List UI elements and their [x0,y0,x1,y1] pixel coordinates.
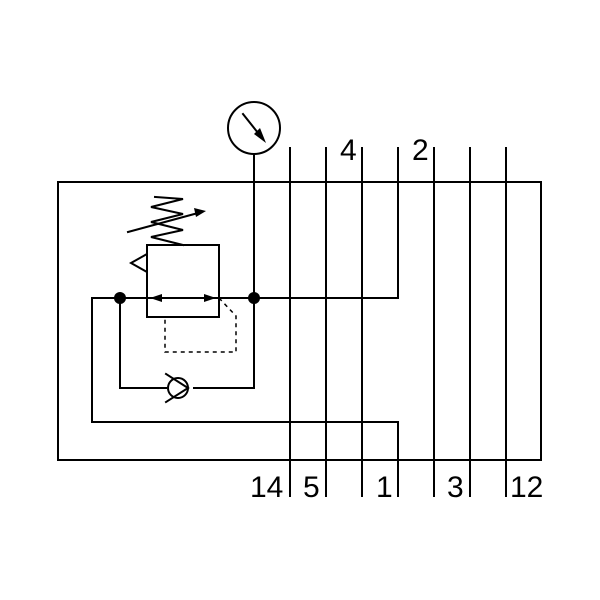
check-valve-loop [119,297,167,389]
pilot-dashed-line [164,297,237,353]
bypass-line [91,297,399,423]
check-valve-icon [164,372,190,404]
pressure-regulator-icon [146,244,220,318]
port-label-14: 14 [250,471,283,504]
port-label-12: 12 [510,471,543,504]
adjustable-spring-icon [126,195,206,247]
regulator-arrow [150,294,216,302]
junction-dot-icon [114,292,126,304]
port-label-1: 1 [376,471,393,504]
junction-dot-icon [248,292,260,304]
port-label-3: 3 [447,471,464,504]
port-label-5: 5 [303,471,320,504]
housing-frame [57,181,542,461]
pressure-gauge-icon [227,101,281,155]
port-lines [289,147,507,497]
port-label-4: 4 [340,134,357,167]
port-label-2: 2 [412,134,429,167]
pilot-triangle-icon [128,252,148,274]
